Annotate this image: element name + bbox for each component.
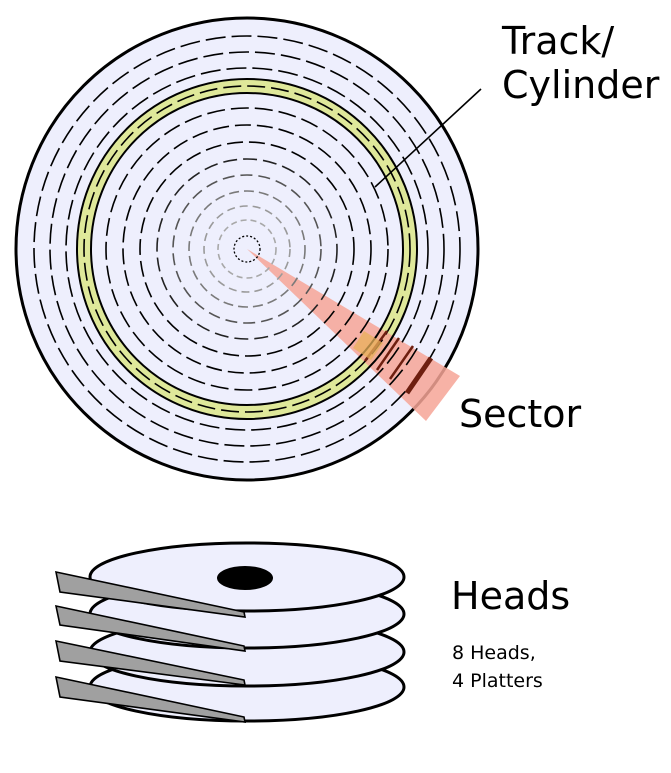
track-ring [76, 78, 418, 420]
track-ring [156, 158, 338, 340]
track-label-line2: Cylinder [502, 62, 660, 107]
heads-detail: 8 Heads, 4 Platters [452, 640, 543, 695]
head-arm-icon [54, 604, 247, 652]
track-ring [217, 219, 277, 279]
sector-segment [404, 356, 434, 395]
track-ring [33, 35, 461, 463]
head-arm-icon [54, 675, 247, 723]
platter-top-view [14, 16, 480, 482]
track-ring [122, 124, 372, 374]
sector-label: Sector [459, 392, 582, 436]
track-ring [188, 190, 306, 308]
sector-highlights [363, 330, 434, 395]
sector-segment [375, 337, 401, 371]
spindle-hole [233, 235, 261, 263]
head-arm-icon [54, 639, 247, 686]
sector-wedge [247, 249, 460, 421]
read-write-heads [54, 570, 247, 723]
track-ring [90, 92, 404, 406]
heads-count: 8 Heads, [452, 642, 536, 664]
sector-segment [388, 345, 415, 380]
track-ring [49, 51, 445, 447]
track-ring [203, 205, 291, 293]
track-rings [33, 35, 461, 463]
platters-count: 4 Platters [452, 669, 543, 692]
track-cylinder-label: Track/ Cylinder [502, 19, 660, 107]
track-ring [172, 174, 322, 324]
track-ring [105, 107, 389, 391]
track-ring [83, 85, 411, 413]
track-leader-line [374, 88, 482, 188]
sector-track-cross [353, 331, 383, 360]
track-ring [65, 67, 429, 431]
track-ring [139, 141, 355, 357]
heads-label: Heads [451, 574, 571, 618]
track-label-line1: Track/ [502, 19, 615, 63]
spindle-icon [217, 566, 273, 590]
head-arm-icon [54, 570, 247, 618]
